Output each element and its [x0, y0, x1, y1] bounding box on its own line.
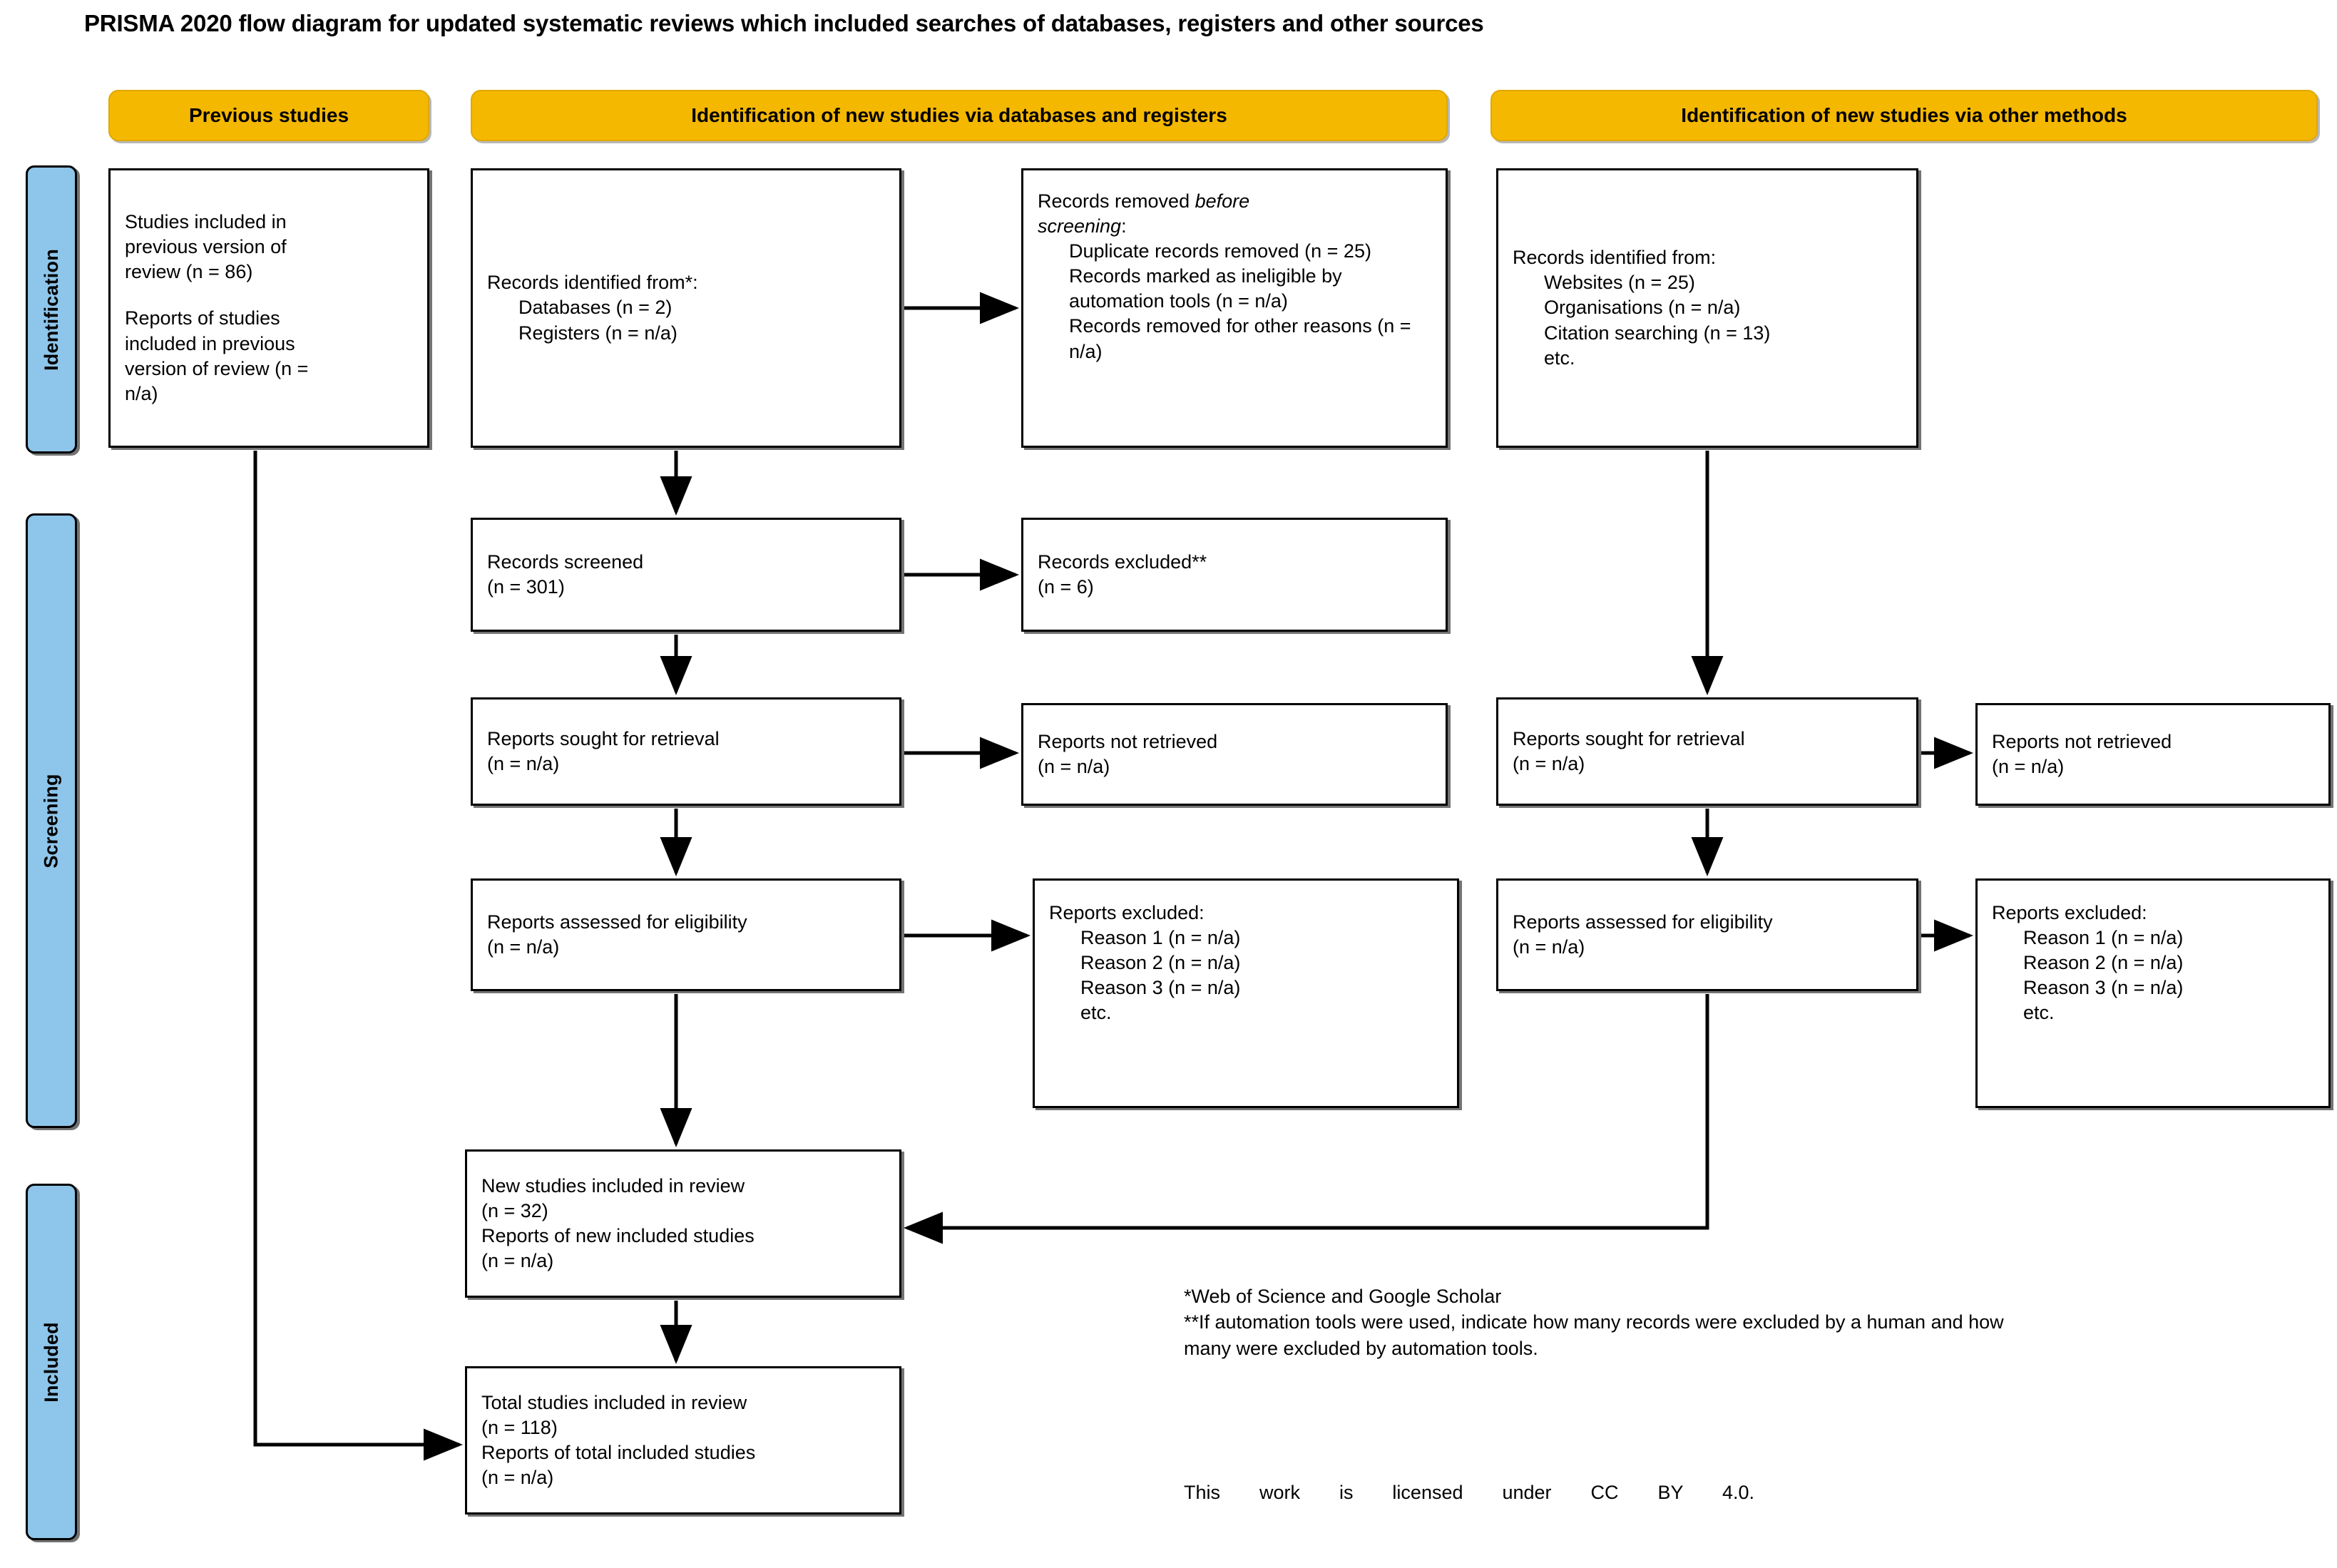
- records-removed-item-2: Records removed for other reasons (n = n…: [1069, 315, 1416, 362]
- stage-screening-label: Screening: [40, 773, 62, 868]
- reports-assessed-other-line-1: Reports assessed for eligibility: [1513, 911, 1773, 933]
- reports-assessed-other-line-2: (n = n/a): [1513, 936, 1585, 958]
- records-removed-title-colon: :: [1121, 215, 1127, 237]
- records-identified-other-item-1: Organisations (n = n/a): [1544, 297, 1741, 319]
- box-reports-sought-databases: Reports sought for retrieval (n = n/a): [471, 697, 901, 806]
- reports-not-retrieved-other-line-2: (n = n/a): [1992, 756, 2065, 777]
- footnote-star: *Web of Science and Google Scholar **If …: [1184, 1283, 2004, 1361]
- reports-assessed-db-line-2: (n = n/a): [487, 936, 560, 958]
- records-identified-other-item-3: etc.: [1544, 347, 1575, 369]
- previous-line-6: version of review (n =: [125, 357, 309, 379]
- new-studies-line-3: Reports of new included studies: [481, 1225, 755, 1246]
- box-reports-not-retrieved-databases: Reports not retrieved (n = n/a): [1021, 703, 1448, 806]
- stage-screening: Screening: [26, 513, 77, 1128]
- box-total-studies-included: Total studies included in review (n = 11…: [465, 1366, 901, 1515]
- records-identified-title: Records identified from*:: [487, 272, 698, 294]
- records-identified-other-item-2: Citation searching (n = 13): [1544, 322, 1771, 344]
- records-removed-title-italic: before: [1195, 190, 1250, 212]
- total-studies-line-1: Total studies included in review: [481, 1391, 747, 1413]
- header-databases-registers-label: Identification of new studies via databa…: [691, 104, 1227, 126]
- new-studies-line-2: (n = 32): [481, 1199, 548, 1221]
- stage-included-label: Included: [40, 1321, 62, 1403]
- reports-excluded-db-item-1: Reason 2 (n = n/a): [1080, 952, 1241, 974]
- new-studies-line-4: (n = n/a): [481, 1250, 554, 1272]
- reports-not-retrieved-db-line-2: (n = n/a): [1038, 756, 1110, 777]
- box-reports-assessed-other: Reports assessed for eligibility (n = n/…: [1496, 878, 1918, 991]
- new-studies-line-1: New studies included in review: [481, 1174, 745, 1197]
- records-identified-item-0: Databases (n = 2): [518, 297, 673, 319]
- records-identified-other-item-0: Websites (n = 25): [1544, 272, 1695, 294]
- previous-line-2: previous version of: [125, 236, 287, 258]
- reports-excluded-db-item-0: Reason 1 (n = n/a): [1080, 927, 1241, 949]
- records-removed-item-1: Records marked as ineligible by automati…: [1069, 265, 1348, 312]
- records-removed-title: Records removed before screening:: [1038, 189, 1431, 239]
- previous-line-1: Studies included in: [125, 211, 287, 233]
- records-excluded-line-2: (n = 6): [1038, 576, 1094, 598]
- footnote-doublestar-line-2: many were excluded by automation tools.: [1184, 1337, 1538, 1359]
- total-studies-line-4: (n = n/a): [481, 1467, 554, 1489]
- box-records-identified-other: Records identified from: Websites (n = 2…: [1496, 168, 1918, 448]
- arrow-previous-to-total-studies: [253, 451, 463, 1461]
- box-records-screened: Records screened (n = 301): [471, 518, 901, 632]
- header-other-methods: Identification of new studies via other …: [1490, 90, 2318, 141]
- header-databases-registers: Identification of new studies via databa…: [471, 90, 1448, 141]
- reports-excluded-db-title: Reports excluded:: [1049, 902, 1205, 923]
- reports-sought-db-line-2: (n = n/a): [487, 753, 560, 774]
- previous-line-7: n/a): [125, 382, 158, 404]
- reports-assessed-db-line-1: Reports assessed for eligibility: [487, 911, 747, 933]
- box-reports-excluded-other: Reports excluded: Reason 1 (n = n/a) Rea…: [1975, 878, 2331, 1108]
- total-studies-line-2: (n = 118): [481, 1416, 558, 1438]
- box-previous-studies: Studies included in previous version of …: [108, 168, 429, 448]
- records-screened-line-1: Records screened: [487, 550, 644, 573]
- reports-sought-other-line-2: (n = n/a): [1513, 753, 1585, 774]
- records-screened-line-2: (n = 301): [487, 576, 565, 598]
- reports-sought-other-line-1: Reports sought for retrieval: [1513, 727, 1745, 749]
- reports-excluded-db-item-3: etc.: [1080, 1002, 1112, 1024]
- previous-line-4: Reports of studies: [125, 307, 280, 329]
- box-reports-excluded-databases: Reports excluded: Reason 1 (n = n/a) Rea…: [1033, 878, 1459, 1108]
- header-previous-studies: Previous studies: [108, 90, 429, 141]
- license-text: This work is licensed under CC BY 4.0.: [1184, 1482, 1754, 1503]
- records-removed-title-italic2: screening: [1038, 215, 1122, 237]
- footnote-star-text: *Web of Science and Google Scholar: [1184, 1286, 1502, 1307]
- box-reports-sought-other: Reports sought for retrieval (n = n/a): [1496, 697, 1918, 806]
- reports-sought-db-line-1: Reports sought for retrieval: [487, 727, 720, 749]
- header-previous-studies-label: Previous studies: [188, 104, 349, 126]
- records-excluded-line-1: Records excluded**: [1038, 550, 1207, 573]
- records-identified-other-title: Records identified from:: [1513, 247, 1717, 269]
- stage-included: Included: [26, 1184, 77, 1540]
- previous-line-5: included in previous: [125, 332, 295, 354]
- box-records-excluded: Records excluded** (n = 6): [1021, 518, 1448, 632]
- records-removed-title-plain: Records removed: [1038, 190, 1195, 212]
- previous-line-3: review (n = 86): [125, 261, 253, 283]
- page-title: PRISMA 2020 flow diagram for updated sys…: [84, 10, 1484, 36]
- reports-excluded-db-item-2: Reason 3 (n = n/a): [1080, 977, 1241, 999]
- header-other-methods-label: Identification of new studies via other …: [1681, 104, 2127, 126]
- box-records-identified-databases: Records identified from*: Databases (n =…: [471, 168, 901, 448]
- reports-excluded-other-title: Reports excluded:: [1992, 902, 2147, 923]
- reports-excluded-other-item-3: etc.: [2023, 1002, 2055, 1024]
- reports-not-retrieved-db-line-1: Reports not retrieved: [1038, 730, 1218, 752]
- box-records-removed-before-screening: Records removed before screening: Duplica…: [1021, 168, 1448, 448]
- box-reports-not-retrieved-other: Reports not retrieved (n = n/a): [1975, 703, 2331, 806]
- reports-excluded-other-item-2: Reason 3 (n = n/a): [2023, 977, 2184, 999]
- previous-spacer: [125, 285, 413, 306]
- reports-not-retrieved-other-line-1: Reports not retrieved: [1992, 730, 2172, 752]
- box-reports-assessed-databases: Reports assessed for eligibility (n = n/…: [471, 878, 901, 991]
- reports-excluded-other-item-1: Reason 2 (n = n/a): [2023, 952, 2184, 974]
- total-studies-line-3: Reports of total included studies: [481, 1442, 756, 1463]
- footnote-doublestar-line-1: **If automation tools were used, indicat…: [1184, 1311, 2004, 1333]
- box-new-studies-included: New studies included in review (n = 32) …: [465, 1149, 901, 1298]
- stage-identification-label: Identification: [40, 248, 62, 371]
- records-identified-item-1: Registers (n = n/a): [518, 322, 677, 344]
- reports-excluded-other-item-0: Reason 1 (n = n/a): [2023, 927, 2184, 949]
- records-removed-item-0: Duplicate records removed (n = 25): [1069, 240, 1371, 262]
- stage-identification: Identification: [26, 165, 77, 454]
